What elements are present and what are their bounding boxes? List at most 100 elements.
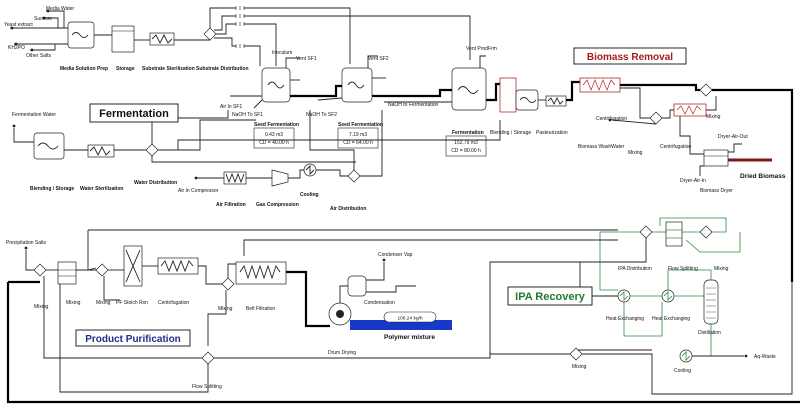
label-substrate-ster: Substrate Sterilization	[142, 66, 195, 72]
label-media-prep: Media Solution Prep	[60, 66, 108, 72]
label-air-in-sf1: Air In SF1	[220, 104, 242, 110]
pp-mixer-3-icon	[221, 277, 235, 291]
label-centrifugation-3: Centrifugation	[158, 300, 189, 306]
label-substrate-dist: Substrate Distribution	[196, 66, 249, 72]
label-inoculum: Inoculum	[272, 50, 292, 56]
pp-mixer-1-icon	[33, 263, 47, 277]
centrifuge-2-icon	[673, 103, 707, 117]
belt-filter-icon	[235, 261, 287, 285]
label-mixing-2: Mixing	[706, 114, 721, 120]
section-fermentation: Fermentation	[89, 103, 179, 123]
label-flow-splitting-1: Flow Splitting	[192, 384, 222, 390]
section-title-ipa-recovery: IPA Recovery	[515, 291, 586, 303]
label-centrifugation-2: Centrifugation	[660, 144, 691, 150]
label-pasteurization: Pasteurization	[536, 130, 568, 136]
label-vent-sf1: Vent SF1	[296, 56, 317, 62]
label-flow-splitting-2: Flow Splitting	[668, 266, 698, 272]
label-air-in-comp: Air In Compressor	[178, 188, 219, 194]
seed1-info-box	[253, 127, 295, 149]
centrifuge-3-icon	[157, 257, 199, 275]
label-yeast: Yeast extract	[4, 22, 33, 28]
seed2-cycle-time: CD = 64.00 h	[343, 140, 373, 146]
label-centrifugation-1: Centrifugation	[596, 116, 627, 122]
label-mixing-6: Mixing	[218, 306, 233, 312]
media-prep-tank-icon	[67, 21, 95, 49]
biomass-removal-area	[499, 77, 794, 282]
info-box-texts: 0.43 m3 CD = 40.00 h 7.19 m3 CD = 64.00 …	[259, 132, 481, 154]
label-air-filtration: Air Filtration	[216, 202, 246, 208]
label-biomass-dryer: Biomass Dryer	[700, 188, 733, 194]
water-air-area	[12, 110, 501, 187]
water-distribution-icon	[145, 143, 159, 157]
ipa-mixer-icon	[699, 225, 713, 239]
polymer-mixture-bar	[350, 320, 452, 330]
label-ipa-distribution: IPA Distribution	[618, 266, 652, 272]
label-distillation: Distillation	[698, 330, 721, 336]
label-heat-exch-1: Heat Exchanging	[606, 316, 644, 322]
media-prep-area	[10, 6, 471, 66]
biomass-mixer-1-icon	[699, 83, 713, 97]
label-fermentation-water: Fermentation Water	[12, 112, 56, 118]
label-blending-storage-1: Blending / Storage	[490, 130, 531, 136]
ipa-distribution-icon	[639, 225, 653, 239]
seed-fermentation-area	[230, 55, 500, 157]
product-purification-area	[6, 229, 800, 404]
label-media-water: Media Water	[46, 6, 74, 12]
biomass-dryer-icon	[703, 149, 729, 167]
section-product-purification: Product Purification	[75, 329, 191, 347]
label-dryer-air-out: Dryer-Air-Out	[718, 134, 748, 140]
seed2-volume: 7.19 m3	[349, 132, 367, 138]
condenser-icon	[347, 275, 367, 297]
seed2-info-box	[337, 127, 379, 149]
label-seed-ferm-2: Seed Fermentation	[338, 122, 383, 128]
label-naoh-sf2: NaOH To SF2	[306, 112, 337, 118]
pp-mixer-tank-icon	[57, 261, 77, 285]
label-gas-comp: Gas Compression	[256, 202, 299, 208]
seed1-volume: 0.43 m3	[265, 132, 283, 138]
label-dried-biomass: Dried Biomass	[740, 173, 786, 180]
label-cooling-2: Cooling	[674, 368, 691, 374]
label-condenser-vap: Condenser Vap	[378, 252, 413, 258]
label-precip-salts: Precipitation Salts	[6, 240, 47, 246]
label-air-dist: Air Distribution	[330, 206, 366, 212]
seed-fermenter-2-icon	[341, 67, 373, 103]
polymer-flow-value: 106.24 kg/h	[397, 316, 422, 322]
label-polymer-mixture: Polymer mixture	[384, 334, 435, 341]
label-mixing-8: Mixing	[572, 364, 587, 370]
label-vent-prodfrm: Vent ProdFrm	[466, 46, 497, 52]
label-vent-sf2: Vent SF2	[368, 56, 389, 62]
ferm-volume: 152.79 m3	[454, 140, 478, 146]
pp-flow-splitter-icon	[201, 351, 215, 365]
label-drum-drying: Drum Drying	[328, 350, 356, 356]
section-ipa-recovery: IPA Recovery	[507, 286, 593, 306]
label-blending-storage-2: Blending / Storage	[30, 186, 74, 192]
label-condensation: Condensation	[364, 300, 395, 306]
storage-tank-icon	[111, 25, 135, 53]
label-storage: Storage	[116, 66, 135, 72]
air-distribution-icon	[347, 169, 361, 183]
section-biomass-removal: Biomass Removal	[573, 47, 687, 65]
label-fermentation-unit: Fermentation	[452, 130, 484, 136]
label-water-ster: Water Sterilization	[80, 186, 123, 192]
label-heat-exch-2: Heat Exchanging	[652, 316, 690, 322]
water-sterilizer-icon	[87, 144, 115, 158]
label-aq-waste: Aq-Waste	[754, 354, 776, 360]
label-mixing-7: Mixing	[714, 266, 729, 272]
label-water-dist: Water Distribution	[134, 180, 177, 186]
pp-mixer-2-icon	[95, 263, 109, 277]
water-blending-tank-icon	[33, 132, 65, 160]
label-naoh-sf1: NaOH To SF1	[232, 112, 263, 118]
label-other-salts: Other Salts	[26, 53, 52, 59]
main-fermenter-icon	[451, 67, 487, 111]
ipa-recovery-area	[489, 217, 793, 395]
label-mixing-5: Mixing	[96, 300, 111, 306]
polymer-flow-badge	[383, 311, 437, 323]
section-title-product-purification: Product Purification	[85, 334, 181, 345]
labels-layer: Yeast extract Sucrose Media Water KH2PO …	[4, 6, 786, 390]
seed1-cycle-time: CD = 40.00 h	[259, 140, 289, 146]
distillation-column-icon	[703, 279, 719, 325]
label-sucrose: Sucrose	[34, 16, 53, 22]
section-title-biomass-removal: Biomass Removal	[587, 52, 673, 63]
broth-storage-icon	[515, 89, 539, 111]
label-seed-ferm-1: Seed Fermentation	[254, 122, 299, 128]
